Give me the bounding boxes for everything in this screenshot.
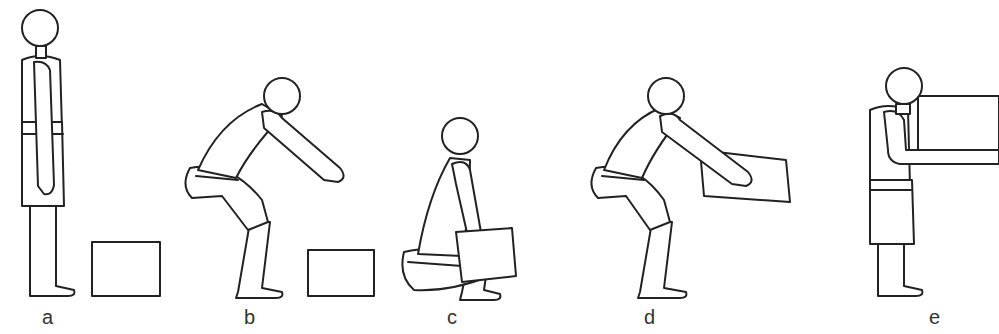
squat-figure	[185, 78, 374, 298]
step-label: e	[929, 306, 940, 328]
deep-squat-figure	[402, 118, 516, 300]
standing-figure	[22, 10, 160, 296]
step-label: c	[447, 306, 457, 328]
step-label: d	[644, 306, 655, 328]
step-label: a	[42, 306, 53, 328]
rising-figure	[591, 78, 790, 298]
carrying-figure	[870, 68, 999, 296]
step-label: b	[244, 306, 255, 328]
